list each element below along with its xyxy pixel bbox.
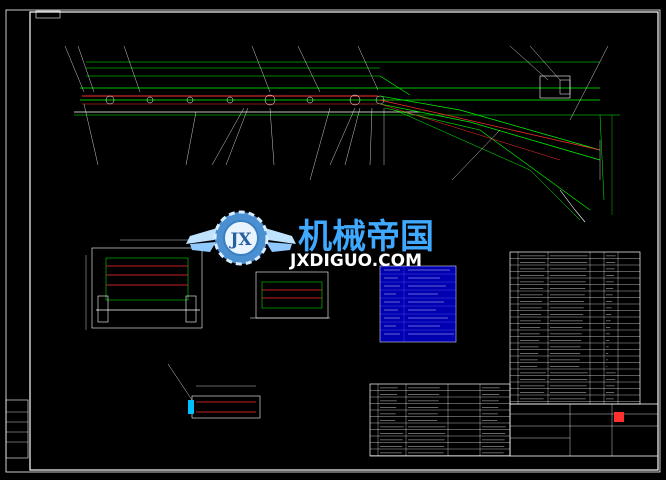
section-view-left bbox=[85, 239, 203, 330]
watermark-logo: JX 机械帝国 JXDIGUO.COM bbox=[186, 210, 434, 271]
title-tab bbox=[35, 10, 61, 19]
logo-website-text: JXDIGUO.COM bbox=[289, 251, 422, 271]
wing-icon bbox=[186, 226, 224, 244]
conveyor-elevation-view bbox=[74, 61, 620, 223]
gear-emblem-icon: JX bbox=[213, 210, 269, 266]
roller-detail-view bbox=[167, 363, 261, 419]
logo-chinese-text: 机械帝国 bbox=[298, 217, 434, 257]
title-block bbox=[509, 403, 659, 457]
red-marker bbox=[614, 412, 624, 422]
section-view-middle bbox=[250, 271, 330, 319]
svg-text:JX: JX bbox=[228, 230, 252, 250]
lower-parts-table bbox=[369, 383, 511, 457]
revision-block bbox=[5, 399, 29, 459]
drive-unit bbox=[539, 75, 571, 99]
parts-list-table bbox=[509, 251, 641, 405]
inner-frame bbox=[29, 11, 659, 471]
outer-frame bbox=[5, 9, 661, 473]
spec-table bbox=[379, 265, 457, 343]
part-callouts bbox=[64, 45, 609, 181]
